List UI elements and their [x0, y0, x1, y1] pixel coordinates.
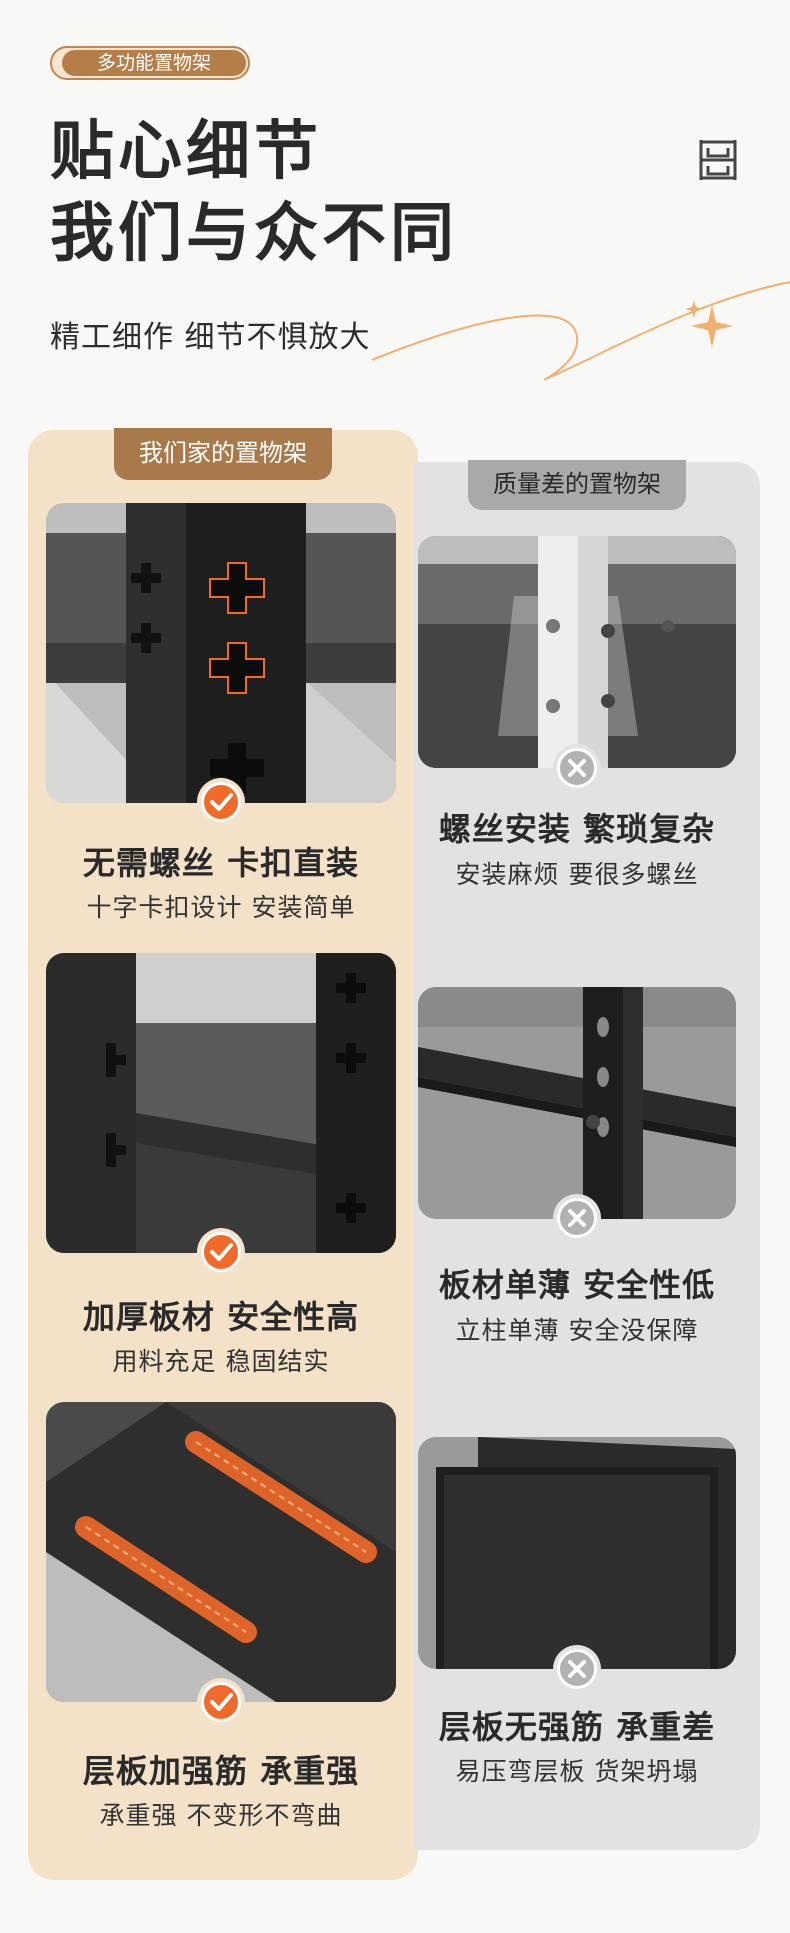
inferior-item-1-title: 螺丝安装 繁琐复杂: [438, 810, 716, 848]
headline-line1: 贴心细节: [50, 115, 322, 189]
check-icon: [210, 1243, 233, 1261]
sparkle-small-icon: [685, 300, 703, 318]
check-badge: [197, 1228, 245, 1276]
ours-item-2-subtitle: 用料充足 稳固结实: [112, 1347, 330, 1376]
ours-photo-cross-clip: [46, 503, 396, 803]
inferior-item-2-subtitle: 立柱单薄 安全没保障: [455, 1316, 699, 1345]
decorative-swirl: [371, 281, 790, 381]
inferior-item-2-title: 板材单薄 安全性低: [438, 1266, 716, 1304]
close-icon: [568, 759, 586, 777]
check-badge: [197, 1678, 245, 1726]
close-icon: [568, 1209, 586, 1227]
inferior-label: 质量差的置物架: [468, 460, 686, 510]
cross-badge: [553, 1194, 601, 1242]
ours-item-3-title: 层板加强筋 承重强: [82, 1752, 360, 1790]
inferior-item-3-title: 层板无强筋 承重差: [438, 1708, 716, 1746]
check-icon: [210, 1693, 233, 1711]
shelf-icon: [699, 140, 737, 180]
cross-badge: [553, 1645, 601, 1693]
inferior-item-1-subtitle: 安装麻烦 要很多螺丝: [455, 860, 699, 889]
close-icon: [568, 1660, 586, 1678]
headline-line2: 我们与众不同: [50, 197, 458, 271]
ours-photo-thick-board: [46, 953, 396, 1253]
inferior-photo-thin-board: [418, 987, 736, 1219]
inferior-photo-no-ribs: [418, 1437, 736, 1669]
ours-item-1-subtitle: 十字卡扣设计 安装简单: [86, 893, 356, 922]
inferior-item-3-subtitle: 易压弯层板 货架坍塌: [455, 1757, 699, 1786]
ours-item-3-subtitle: 承重强 不变形不弯曲: [99, 1801, 343, 1830]
ours-photo-reinforced-ribs: [46, 1402, 396, 1702]
check-icon: [210, 793, 233, 811]
ours-item-2-title: 加厚板材 安全性高: [82, 1298, 360, 1336]
inferior-photo-screws: [418, 536, 736, 768]
category-tag: 多功能置物架: [50, 46, 250, 80]
sparkle-icon: [691, 305, 733, 347]
ours-item-1-title: 无需螺丝 卡扣直装: [82, 844, 360, 882]
check-badge: [197, 778, 245, 826]
subheadline: 精工细作 细节不惧放大: [50, 320, 371, 355]
ours-label: 我们家的置物架: [114, 428, 332, 480]
cross-badge: [553, 744, 601, 792]
